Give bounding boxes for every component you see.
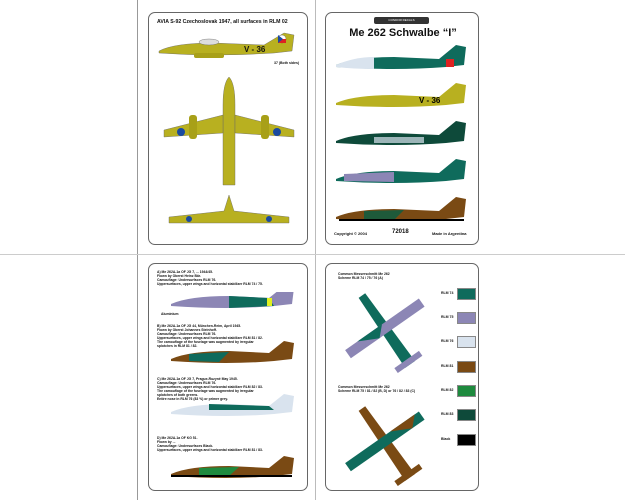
page-margin-line [137,0,138,500]
copyright: Copyright © 2004 [334,231,367,236]
scheme-profiles [171,292,294,478]
color-label: RLM 81 [441,364,454,368]
color-swatch-rlm74 [457,288,476,300]
scheme-d-text: D) Me 262A-1a OF KG 51. Flown by ... Cam… [157,436,263,452]
color-label: RLM 74 [441,291,454,295]
side-view-avia-s92 [158,32,295,58]
profile-4 [336,159,466,183]
scheme-a-caption: Common Messerschmitt Me 262 Scheme RLM 7… [338,272,390,280]
panel-colors: Common Messerschmitt Me 262 Scheme RLM 7… [325,263,479,491]
planform-scheme-b [345,406,425,486]
profile-c [171,394,294,416]
panel-title: AVIA S-92 Czechoslovak 1947, all surface… [157,19,288,25]
profile-2: V - 36 [336,83,466,107]
color-label: RLM 75 [441,315,454,319]
aircraft-code: V - 36 [244,45,266,54]
top-view-avia-s92 [163,76,295,186]
color-swatch-black [457,434,476,446]
color-swatch-rlm75 [457,312,476,324]
color-swatch-rlm82 [457,385,476,397]
color-label: RLM 82 [441,388,454,392]
page-fold-line [315,0,316,500]
profile-d [171,456,294,478]
color-swatch-rlm76 [457,336,476,348]
color-label: Black [441,437,451,441]
scheme-c-text: C) Me 262A-1a OF JG 7, Prague-Ruzyně May… [157,377,263,401]
made-in: Made in Argentina [432,231,467,236]
color-swatch-rlm83 [457,409,476,421]
page-divider [0,254,625,255]
callout-note: 37 (Both sides) [274,61,300,65]
scheme-b-text: B) Me 262A-1a OF JG 44, München-Reim, Ap… [157,324,263,348]
panel-cover: CONDOR DECALS Me 262 Schwalbe “I” V - 36… [325,12,479,245]
color-label: RLM 76 [441,339,454,343]
planform-scheme-a [345,293,425,373]
profile-5 [336,197,466,221]
condor-decals-logo: CONDOR DECALS [374,17,429,24]
tailplane-view [168,194,290,224]
color-swatch-rlm81 [457,361,476,373]
color-label: RLM 83 [441,412,454,416]
brand-logo-text: CONDOR DECALS [388,18,415,22]
scheme-b-caption: Common Messerschmitt Me 262 Scheme RLM 7… [338,385,416,393]
profile-illustrations: V - 36 [336,45,466,221]
catalog-number: 72018 [392,229,409,235]
panel-avia-s92: AVIA S-92 Czechoslovak 1947, all surface… [148,12,308,245]
product-title: Me 262 Schwalbe “I” [349,27,457,39]
profile-b [171,341,294,363]
panel-schemes: A) Me 262A-1a OF JG 7, ... 1944/45. Flow… [148,263,308,491]
callout-aluminium: Aluminium [161,312,179,316]
scheme-a-text: A) Me 262A-1a OF JG 7, ... 1944/45. Flow… [157,270,263,286]
svg-text:V - 36: V - 36 [419,96,441,105]
profile-1 [336,45,466,69]
profile-a [171,292,294,308]
profile-3 [336,121,466,145]
